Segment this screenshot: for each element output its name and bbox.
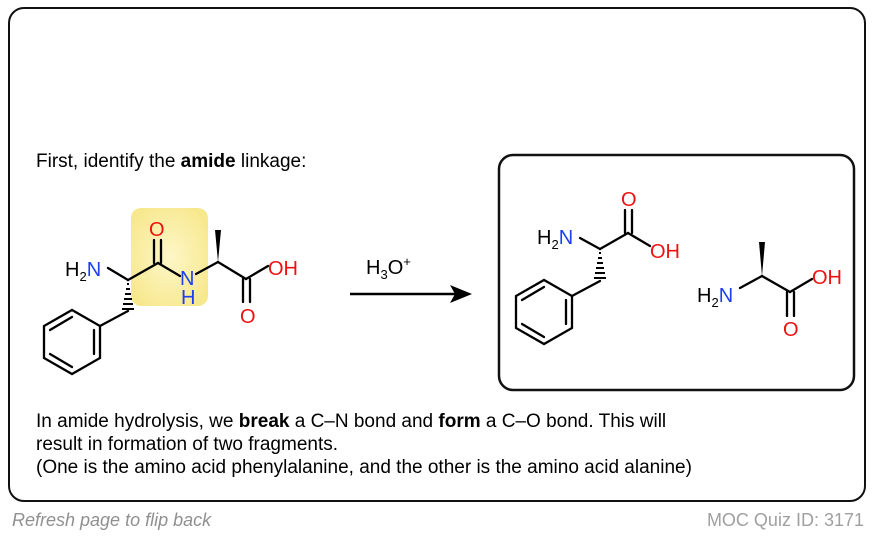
amine-sub: 2: [79, 269, 86, 284]
amide-nitrogen: N: [180, 268, 194, 290]
products-box: [497, 153, 856, 392]
amide-highlight: [131, 208, 208, 306]
phe-bond-c-oh: [626, 231, 652, 248]
line1-c: a C–N bond and: [289, 411, 439, 432]
explanation-text: In amide hydrolysis, we break a C–N bond…: [36, 410, 692, 479]
phe-ring-double-3: [520, 285, 546, 302]
phe-hashed-bond: [594, 252, 606, 279]
benzene-ring: [42, 308, 102, 376]
bond-calpha-cco: [126, 261, 160, 282]
reagent-h: H: [366, 257, 380, 279]
carbonyl-oxygen: O: [149, 219, 165, 241]
ala-amine-label: H2N: [697, 285, 733, 310]
amine-h: H: [65, 259, 79, 281]
line1-a: In amide hydrolysis, we: [36, 411, 239, 432]
ala-bond-c-oh: [788, 277, 814, 294]
phe-hydroxyl: OH: [650, 241, 680, 263]
line1-e: a C–O bond. This will: [480, 411, 667, 432]
explanation-line-2: result in formation of two fragments.: [36, 434, 339, 455]
ring-double-2: [48, 352, 74, 369]
ala-hydroxyl: OH: [812, 267, 842, 289]
ala-bond-n-ca: [738, 274, 764, 290]
amine-n: N: [87, 259, 101, 281]
phe-amine-label: H2N: [537, 227, 573, 252]
intro-prefix: First, identify the: [36, 151, 181, 172]
bond-n-calpha: [106, 266, 130, 282]
phe-bond-ca-c: [598, 231, 630, 251]
intro-amide-bold: amide: [180, 151, 236, 172]
ala-carbonyl-oxygen: O: [783, 319, 799, 341]
reagent-label: H3O+: [366, 254, 411, 282]
bond-calpha-cooh: [216, 260, 248, 281]
form-bold: form: [438, 411, 481, 432]
alanine-molecule: H2N OH O: [697, 242, 842, 341]
reagent-sub: 3: [380, 267, 387, 282]
phe-amine-sub: 2: [551, 237, 558, 252]
intro-suffix: linkage:: [235, 151, 307, 172]
phe-bond-ch2-ring: [570, 279, 602, 298]
quiz-id-label: MOC Quiz ID: 3171: [706, 510, 864, 530]
acid-carbonyl-oxygen: O: [240, 306, 256, 328]
break-bold: break: [238, 411, 290, 432]
phe-ring-double-2: [520, 322, 546, 339]
hydroxyl-label: OH: [268, 258, 298, 280]
phe-amine-n: N: [559, 227, 573, 249]
ala-bond-ca-c: [760, 274, 792, 294]
amide-hydrogen: H: [181, 287, 195, 309]
intro-heading: First, identify the amide linkage:: [36, 151, 306, 173]
phe-bond-n-ca: [578, 236, 602, 251]
dipeptide-molecule: H2N O N H OH O: [42, 208, 298, 376]
phe-benzene-ring: [514, 278, 574, 346]
reagent-sup: +: [403, 254, 411, 269]
explanation-line-1: In amide hydrolysis, we break a C–N bond…: [36, 410, 692, 433]
flip-back-hint[interactable]: Refresh page to flip back: [12, 510, 212, 530]
ala-amine-n: N: [719, 285, 733, 307]
ring-double-3: [48, 315, 74, 332]
bond-c-oh: [244, 264, 270, 281]
explanation-line-3: (One is the amino acid phenylalanine, an…: [36, 457, 692, 478]
ala-amine-sub: 2: [711, 295, 718, 310]
reaction-arrow: H3O+: [350, 254, 472, 303]
bond-ch2-ring: [98, 309, 130, 328]
phe-hashed-bond: [122, 283, 134, 310]
bond-n-ala-calpha: [194, 260, 220, 276]
phenylalanine-molecule: H2N O OH: [514, 189, 680, 346]
phe-amine-label: H2N: [65, 259, 101, 284]
ala-methyl-wedge: [215, 230, 221, 262]
phe-amine-h: H: [537, 227, 551, 249]
arrow-head: [450, 285, 472, 303]
ala-methyl-wedge: [759, 242, 765, 276]
bond-c-n-amide: [156, 261, 182, 278]
ala-amine-h: H: [697, 285, 711, 307]
reagent-o: O: [388, 257, 404, 279]
phe-carbonyl-oxygen: O: [621, 189, 637, 211]
